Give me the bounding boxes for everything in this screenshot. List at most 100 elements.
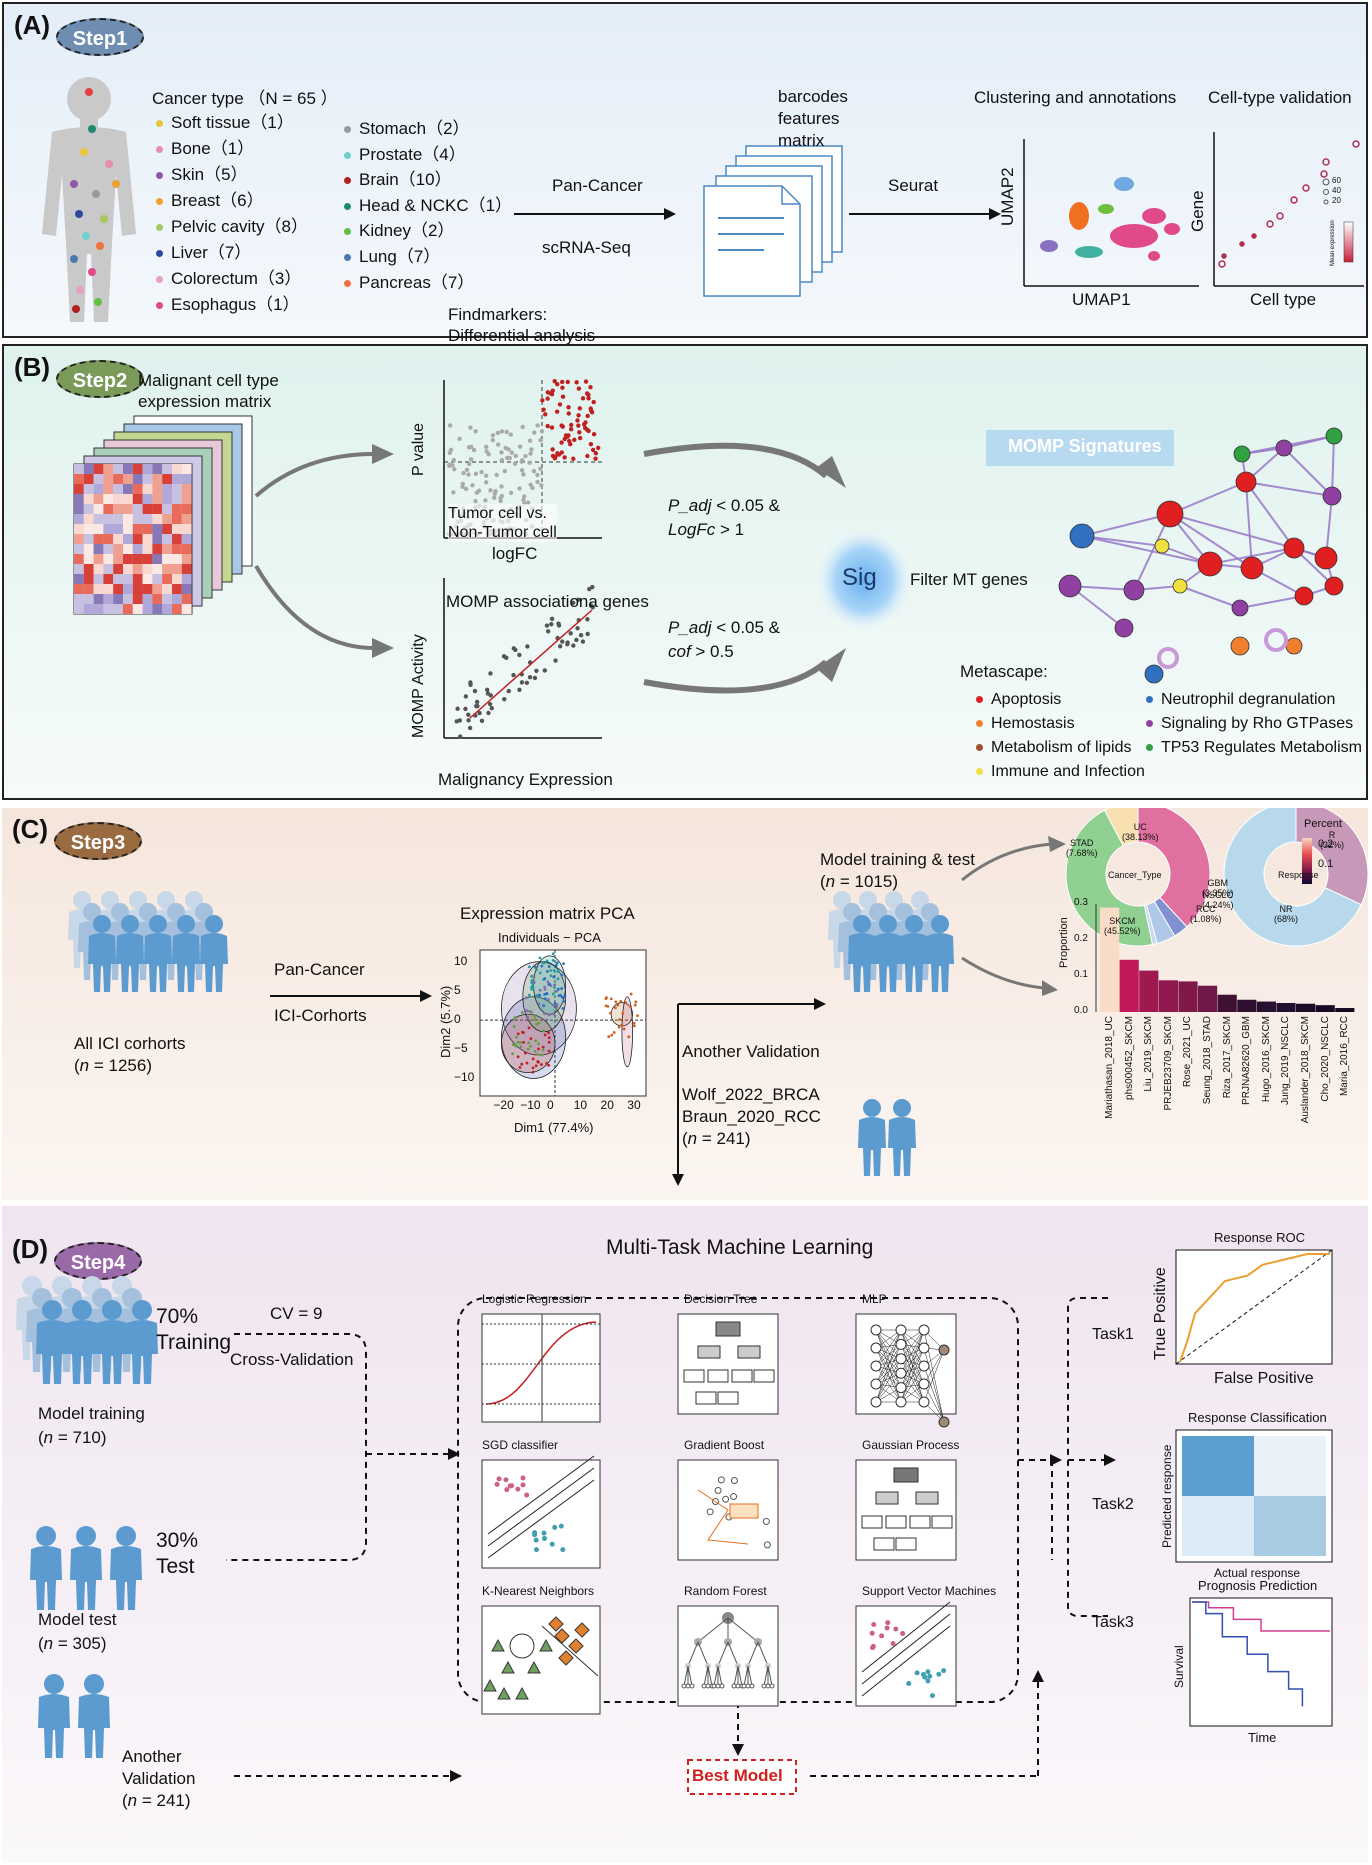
heatmap-cell: [132, 484, 143, 494]
class-b-point: [533, 1547, 539, 1553]
pca-point: [609, 1011, 612, 1015]
pca-point: [553, 986, 556, 990]
volcano-point: [528, 482, 533, 487]
pca-point: [531, 986, 535, 990]
pca-point: [534, 1064, 538, 1068]
rf-edge: [727, 1641, 739, 1667]
svm-line: [861, 1601, 951, 1673]
rf-edge: [727, 1617, 759, 1643]
bar-y-tick: 0.0: [1074, 1005, 1088, 1016]
pca-x-tick: 10: [573, 1098, 588, 1112]
train-label: Model training: [38, 1404, 145, 1423]
legend-label: Esophagus（1）: [171, 295, 300, 314]
class-a-point: [890, 1640, 896, 1646]
heatmap-cell: [152, 564, 163, 574]
pca-point: [530, 981, 534, 985]
heatmap-cell: [162, 484, 172, 494]
pca-point: [560, 995, 564, 999]
mlp-edge: [875, 1344, 902, 1367]
network-edge: [1081, 535, 1211, 565]
volcano-point: [588, 442, 594, 447]
volcano-point: [572, 437, 577, 442]
volcano-x-label: logFC: [492, 544, 538, 563]
legend-label: Soft tissue（1）: [171, 113, 294, 132]
heatmap-cell: [162, 534, 172, 544]
volcano-point: [520, 424, 525, 430]
pca-point: [609, 997, 613, 1001]
roc-x-label: False Positive: [1214, 1370, 1314, 1387]
tree-node: [875, 1491, 899, 1505]
volcano-point: [468, 425, 473, 430]
mlp-edge: [923, 1383, 945, 1423]
heatmap-cell: [103, 514, 114, 524]
model-name-label: MLP: [862, 1292, 887, 1306]
rf-leaf: [705, 1683, 711, 1689]
heatmap-cell: [113, 544, 123, 554]
volcano-point: [591, 431, 597, 437]
volcano-point: [468, 457, 474, 462]
pie1-label: STAD (7.68%): [1066, 838, 1098, 858]
tree-node: [737, 1345, 761, 1359]
heatmap-cell: [93, 594, 104, 604]
network-edge: [1169, 481, 1247, 515]
class-b-point: [925, 1678, 931, 1684]
legend-label: Prostate（4）: [359, 144, 466, 164]
mlp-edge: [923, 1365, 945, 1423]
pca-point: [617, 1025, 621, 1029]
legend-dot-icon: [976, 696, 983, 704]
pca-point: [542, 1004, 546, 1007]
pca-y-tick: 5: [454, 982, 461, 997]
knn-diamond: [568, 1638, 584, 1654]
volcano-title: Findmarkers:Differential analysis: [448, 305, 596, 345]
mlp-edge: [875, 1344, 902, 1385]
pie1-center: Cancer_Type: [1108, 870, 1162, 880]
pca-x-tick: −20: [493, 1098, 514, 1112]
knn-triangle: [497, 1686, 511, 1700]
pca-title: Expression matrix PCA: [460, 904, 635, 923]
step-badge: Step2: [56, 360, 144, 398]
volcano-point: [494, 472, 499, 478]
legend-item: Liver（7）: [156, 240, 308, 266]
pca-point: [542, 1029, 546, 1033]
class-a-point: [900, 1630, 906, 1636]
scatter-point: [477, 710, 482, 716]
heatmap-cell: [83, 594, 94, 604]
heatmap-cell: [132, 604, 143, 614]
mlp-node: [870, 1342, 882, 1354]
network-node: [1114, 618, 1134, 638]
umap-plot: [1023, 139, 1199, 287]
pca-point: [560, 973, 564, 977]
heatmap-cell: [103, 574, 114, 584]
legend-item: Kidney（2）: [344, 218, 512, 244]
volcano-point: [576, 386, 582, 391]
heatmap-cell: [162, 594, 172, 604]
heatmap-cell: [123, 514, 133, 524]
svm-line: [861, 1625, 951, 1697]
heatmap-cell: [93, 574, 104, 584]
scatter-point: [475, 703, 480, 709]
heatmap-cell: [93, 534, 104, 544]
arrow-label-top: Pan-Cancer: [552, 176, 643, 195]
mlp-edge: [875, 1347, 902, 1403]
crowd-train-icon: [828, 891, 954, 992]
test-n: (n = 305): [38, 1634, 107, 1653]
mlp-edge: [923, 1349, 945, 1403]
volcano-point: [521, 494, 527, 499]
pca-point: [562, 962, 566, 966]
heatmap-cell: [93, 524, 104, 534]
pca-point: [634, 1000, 638, 1004]
heatmap-cell: [152, 584, 163, 594]
scatter-point: [474, 699, 480, 705]
scatter-point: [504, 655, 509, 661]
rf-leaf: [685, 1683, 691, 1689]
pca-point: [629, 1005, 633, 1009]
volcano-point: [483, 473, 489, 478]
panel-b: (B) Step2: [2, 305, 1368, 800]
mlp-edge: [900, 1347, 925, 1388]
heatmap-cell: [113, 474, 123, 484]
arrow-bottom-label: ICI-Corhorts: [274, 1006, 367, 1025]
legend-dot-icon: [1146, 744, 1153, 752]
mlp-node: [870, 1378, 882, 1390]
heatmap-cell: [172, 474, 182, 484]
pca-point: [532, 981, 536, 984]
